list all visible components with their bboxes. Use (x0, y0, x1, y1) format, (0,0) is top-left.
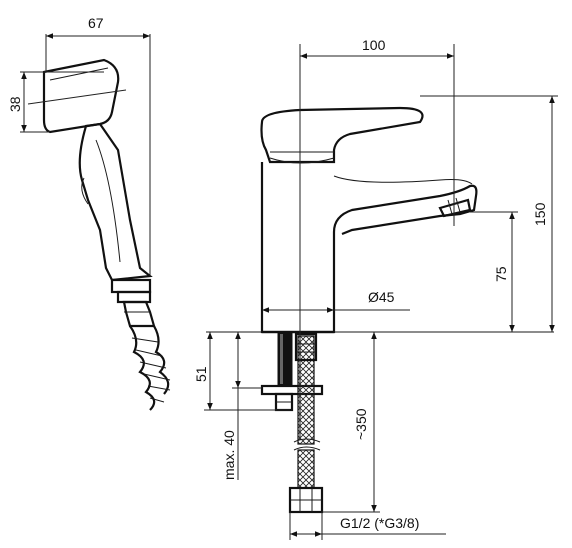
dimension-100: 100 (299, 37, 455, 440)
dimension-diameter-45: Ø45 (262, 289, 410, 313)
dim-thread-label: G1/2 (*G3/8) (340, 515, 419, 531)
dim-diameter-label: Ø45 (368, 289, 395, 305)
under-deck-assembly (260, 331, 324, 514)
dim-100-label: 100 (362, 37, 386, 53)
dimension-max-40: max. 40 (221, 332, 262, 480)
dimension-51: 51 (193, 332, 290, 411)
dim-67-label: 67 (88, 15, 104, 31)
dimension-75: 75 (470, 211, 518, 332)
dim-51-label: 51 (193, 366, 209, 382)
dimension-150: 150 (420, 95, 558, 332)
dim-350-label: ~350 (353, 408, 369, 440)
dimension-38: 38 (7, 71, 127, 133)
dimension-350: ~350 (322, 332, 380, 513)
dim-150-label: 150 (532, 202, 548, 226)
dimension-67: 67 (45, 15, 151, 276)
dimension-thread: G1/2 (*G3/8) (289, 512, 446, 540)
faucet (206, 106, 554, 334)
dim-max-40-label: max. 40 (221, 430, 237, 480)
dim-75-label: 75 (493, 266, 509, 282)
dim-38-label: 38 (7, 96, 23, 112)
hand-shower (42, 58, 171, 411)
